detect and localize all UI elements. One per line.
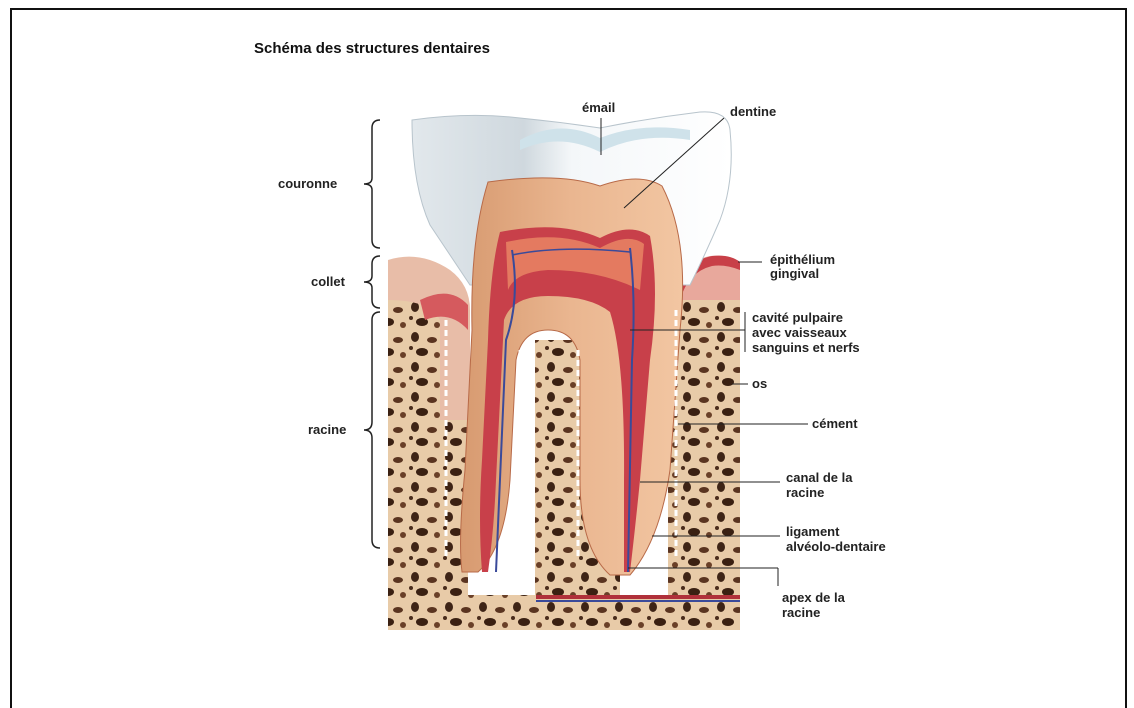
label-dentine: dentine — [730, 104, 776, 119]
label-ligament-2: alvéolo-dentaire — [786, 539, 886, 554]
label-apex-1: apex de la — [782, 590, 845, 605]
bracket-couronne — [364, 120, 380, 248]
label-apex-2: racine — [782, 605, 820, 620]
label-email: émail — [582, 100, 615, 115]
label-cavite-1: cavité pulpaire — [752, 310, 843, 325]
label-collet: collet — [311, 274, 345, 289]
label-cavite-2: avec vaisseaux — [752, 325, 847, 340]
bracket-racine — [364, 312, 380, 548]
label-os: os — [752, 376, 767, 391]
label-cement: cément — [812, 416, 858, 431]
label-cavite-3: sanguins et nerfs — [752, 340, 860, 355]
bracket-collet — [364, 256, 380, 308]
label-couronne: couronne — [278, 176, 337, 191]
label-racine: racine — [308, 422, 346, 437]
label-ligament-1: ligament — [786, 524, 839, 539]
label-epithelium-1: épithélium — [770, 252, 835, 267]
label-canal-2: racine — [786, 485, 824, 500]
label-canal-1: canal de la — [786, 470, 852, 485]
label-epithelium-2: gingival — [770, 266, 819, 281]
